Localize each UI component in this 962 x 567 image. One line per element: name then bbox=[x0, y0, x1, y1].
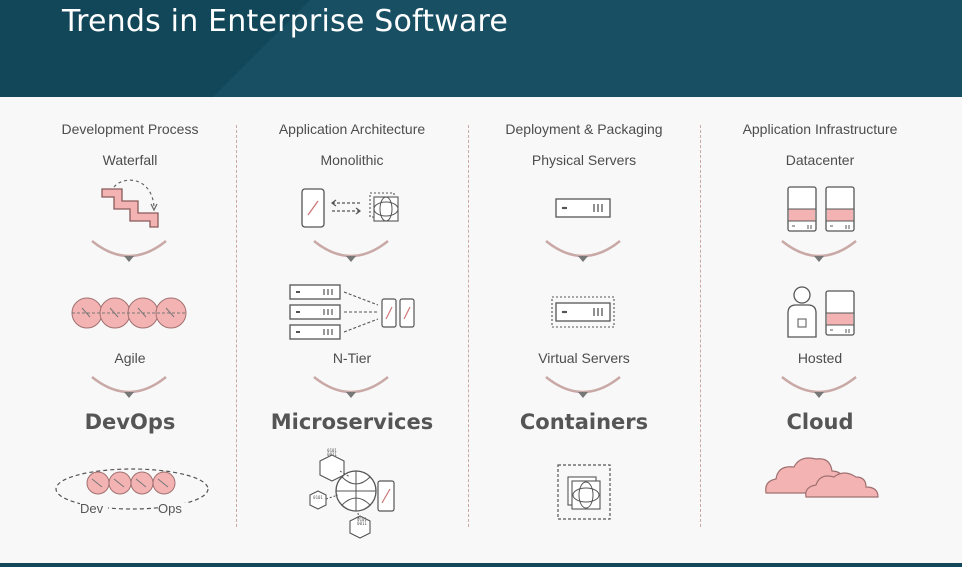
column-heading: Deployment & Packaging bbox=[505, 121, 663, 137]
cloud-icon bbox=[765, 457, 879, 498]
trend-label-devops: DevOps bbox=[84, 410, 176, 434]
devops-cycle-icon bbox=[55, 468, 209, 517]
bottom-rule bbox=[0, 563, 962, 567]
stage-label-datacenter: Datacenter bbox=[785, 152, 855, 168]
transition-arrow bbox=[781, 376, 857, 398]
trend-label-microservices: Microservices bbox=[270, 410, 434, 434]
transition-arrow bbox=[313, 240, 389, 262]
column-development-process: Development Process Waterfall Agile DevO… bbox=[14, 97, 246, 563]
datacenter-icon bbox=[787, 186, 855, 232]
physical-server-icon bbox=[555, 198, 611, 218]
stage-label-n-tier: N-Tier bbox=[332, 350, 372, 366]
transition-arrow bbox=[781, 240, 857, 262]
column-heading: Development Process bbox=[61, 121, 199, 137]
trend-label-containers: Containers bbox=[519, 410, 649, 434]
column-application-architecture: Application Architecture Monolithic bbox=[236, 97, 468, 563]
agile-iterations-icon bbox=[71, 297, 187, 329]
transition-arrow bbox=[313, 376, 389, 398]
column-heading: Application Infrastructure bbox=[742, 121, 898, 137]
column-application-infrastructure: Application Infrastructure Datacenter Ho… bbox=[704, 97, 936, 563]
stage-label-monolithic: Monolithic bbox=[320, 152, 384, 168]
n-tier-icon bbox=[289, 284, 415, 340]
column-heading: Application Architecture bbox=[278, 121, 426, 137]
trend-label-cloud: Cloud bbox=[786, 410, 854, 434]
code-label: 0101 0011 bbox=[357, 517, 367, 526]
monolithic-icon bbox=[301, 188, 399, 228]
container-icon bbox=[557, 464, 611, 520]
stage-label-waterfall: Waterfall bbox=[102, 152, 158, 168]
transition-arrow bbox=[91, 240, 167, 262]
stage-label-hosted: Hosted bbox=[797, 350, 843, 366]
cycle-label-ops: Ops bbox=[158, 501, 182, 516]
waterfall-icon bbox=[101, 179, 159, 228]
transition-arrow bbox=[91, 376, 167, 398]
cycle-label-dev: Dev bbox=[80, 501, 104, 516]
transition-arrow bbox=[545, 240, 621, 262]
stage-label-agile: Agile bbox=[114, 350, 146, 366]
column-deployment-packaging: Deployment & Packaging Physical Servers … bbox=[468, 97, 700, 563]
microservices-icon bbox=[309, 454, 395, 539]
hosted-icon bbox=[787, 286, 855, 338]
trend-diagram: Development Process Waterfall Agile DevO… bbox=[0, 97, 962, 563]
transition-arrow bbox=[545, 376, 621, 398]
stage-label-physical-servers: Physical Servers bbox=[531, 152, 637, 168]
column-divider bbox=[468, 125, 469, 527]
slide-title: Trends in Enterprise Software bbox=[62, 4, 509, 39]
stage-label-virtual-servers: Virtual Servers bbox=[538, 350, 630, 366]
column-divider bbox=[700, 125, 701, 527]
code-label: 0101 bbox=[313, 495, 323, 500]
code-label: 0101 0011 bbox=[327, 448, 337, 457]
title-banner: Trends in Enterprise Software bbox=[0, 0, 962, 97]
virtual-server-icon bbox=[551, 296, 615, 328]
column-divider bbox=[236, 125, 237, 527]
